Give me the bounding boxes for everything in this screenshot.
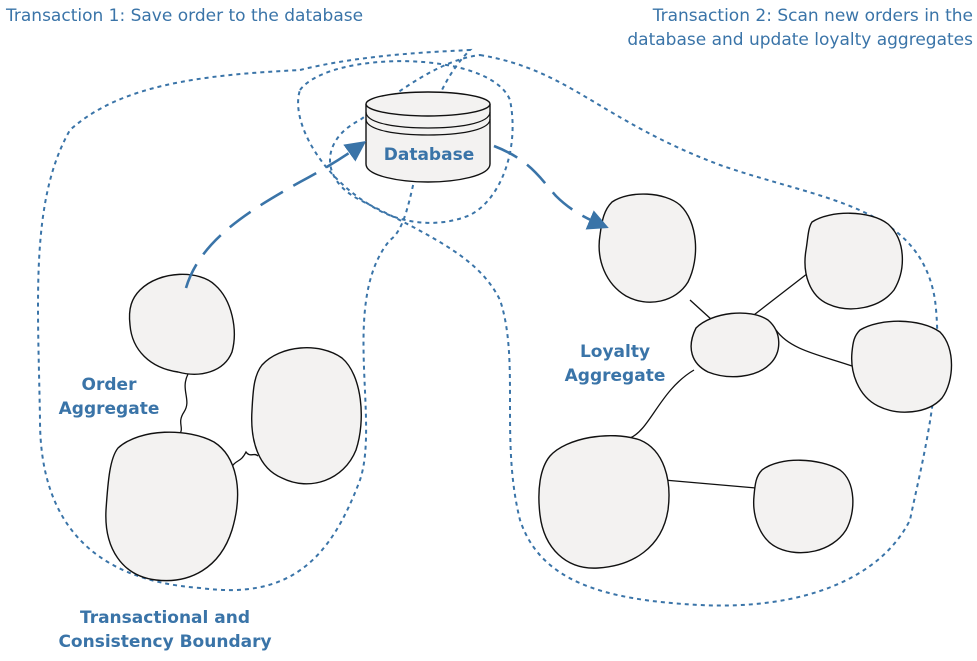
loyalty-node-big xyxy=(538,434,670,569)
boundary-label-line-2: Consistency Boundary xyxy=(58,632,272,652)
loyalty-aggregate-label-line-1: Loyalty xyxy=(579,342,651,362)
save-order-arrow xyxy=(184,140,367,289)
order-link-2 xyxy=(229,450,259,471)
loyalty-aggregate-label-line-2: Aggregate xyxy=(564,366,666,386)
loyalty-boundary xyxy=(329,53,939,607)
transaction-2-caption: Transaction 2: Scan new orders in the da… xyxy=(627,4,973,52)
transaction-boundary xyxy=(297,60,514,224)
loyalty-link-5 xyxy=(663,479,757,489)
boundary-label-line-1: Transactional and xyxy=(79,608,251,628)
loyalty-node-top-right xyxy=(804,212,904,310)
update-loyalty-arrow xyxy=(493,144,609,230)
order-link-1 xyxy=(177,373,189,437)
order-aggregate-label-line-1: Order xyxy=(81,375,137,395)
order-aggregate-label: Order Aggregate xyxy=(44,373,174,421)
loyalty-link-4 xyxy=(629,369,695,439)
loyalty-aggregate-label: Loyalty Aggregate xyxy=(540,340,690,388)
order-node-right xyxy=(251,347,362,485)
transaction-1-text: Transaction 1: Save order to the databas… xyxy=(6,6,364,26)
database-icon xyxy=(365,91,491,183)
order-node-big xyxy=(105,431,239,582)
loyalty-node-top-left xyxy=(598,193,697,303)
loyalty-node-bottom-right xyxy=(753,459,854,554)
boundary-label: Transactional and Consistency Boundary xyxy=(20,606,310,654)
transaction-2-line-2: database and update loyalty aggregates xyxy=(627,30,973,50)
loyalty-link-3 xyxy=(775,329,853,367)
transaction-2-line-1: Transaction 2: Scan new orders in the xyxy=(652,6,973,26)
loyalty-node-right xyxy=(851,320,953,413)
loyalty-link-2 xyxy=(749,269,813,319)
database-label: Database xyxy=(383,145,475,165)
order-aggregate-label-line-2: Aggregate xyxy=(58,399,160,419)
transaction-1-caption: Transaction 1: Save order to the databas… xyxy=(6,4,363,28)
loyalty-node-center xyxy=(690,312,780,378)
loyalty-link-1 xyxy=(689,299,713,321)
order-node-top xyxy=(128,273,235,375)
